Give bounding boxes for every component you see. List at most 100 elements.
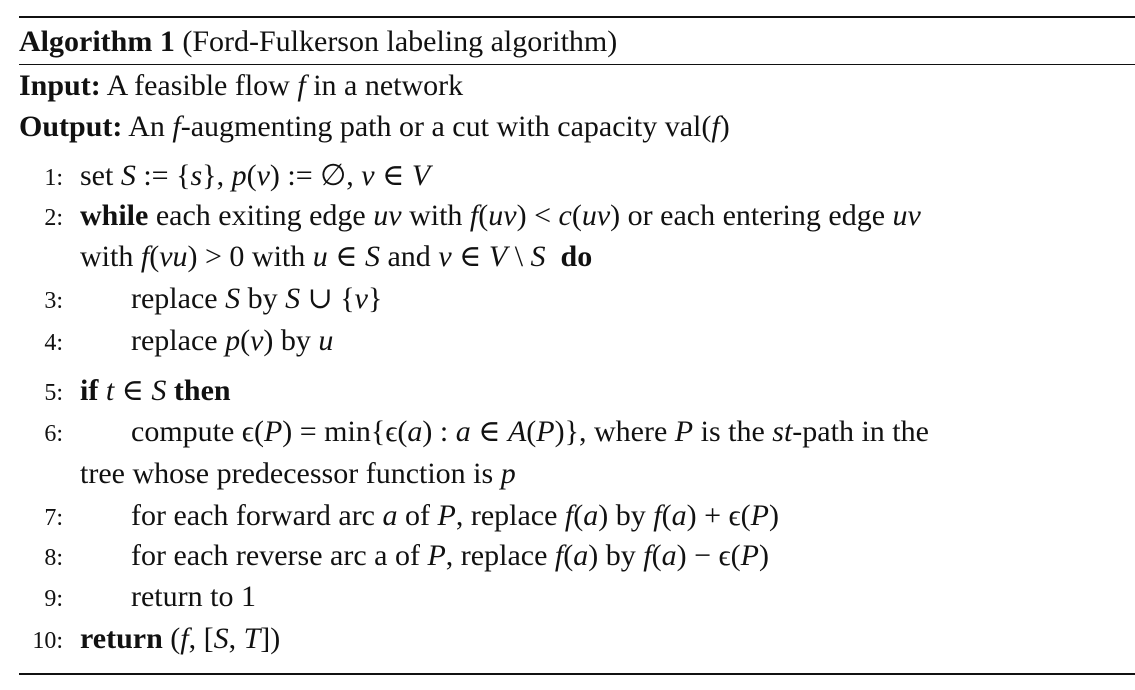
math-symbol: f	[711, 110, 720, 143]
line-content: with f(vu) > 0 with u ∈ S and v ∈ V \ S …	[80, 239, 592, 275]
text: (	[563, 539, 574, 572]
math-symbol: u	[312, 240, 328, 273]
text: (	[526, 415, 537, 448]
text: ) − ϵ(	[676, 539, 741, 572]
text: ) := ∅,	[269, 159, 362, 192]
math-symbol: t	[105, 374, 115, 407]
text: )}, where	[554, 415, 675, 448]
math-symbol: f	[554, 539, 564, 572]
caption-rule	[19, 64, 1135, 65]
text: -path in the	[792, 415, 929, 448]
math-symbol: S	[120, 159, 136, 192]
text: -augmenting path or a cut with capacity …	[180, 110, 712, 143]
math-symbol: A	[507, 415, 527, 448]
math-symbol: s	[190, 159, 203, 192]
math-symbol: P	[427, 539, 446, 572]
math-symbol: T	[243, 622, 261, 655]
line-content: if t ∈ S then	[80, 373, 231, 409]
text: for each reverse arc a of	[131, 539, 428, 572]
math-symbol: u	[318, 324, 334, 357]
math-symbol: f	[469, 199, 479, 232]
line-number: 7:	[44, 505, 63, 531]
math-symbol: p	[231, 159, 247, 192]
math-symbol: v	[250, 324, 264, 357]
io-label: Output:	[19, 110, 123, 143]
text: with	[401, 199, 470, 232]
line-content: for each reverse arc a of P, replace f(a…	[131, 538, 769, 574]
math-symbol: p	[500, 457, 516, 490]
line-number: 6:	[44, 421, 63, 447]
math-symbol: P	[674, 415, 694, 448]
math-symbol: V	[411, 159, 431, 192]
text: (	[651, 539, 662, 572]
text: of	[397, 499, 438, 532]
io-label: Input:	[19, 69, 101, 102]
math-symbol: a	[407, 415, 423, 448]
keyword: do	[545, 240, 593, 273]
text: An	[122, 110, 173, 143]
math-symbol: S	[151, 374, 167, 407]
line-number: 2:	[44, 205, 63, 231]
text: ])	[260, 622, 281, 655]
line-content: for each forward arc a of P, replace f(a…	[131, 498, 779, 534]
text: ) by	[263, 324, 319, 357]
math-symbol: c	[558, 199, 572, 232]
math-symbol: f	[140, 240, 150, 273]
line-content: tree whose predecessor function is p	[80, 456, 516, 492]
math-symbol: uv	[581, 199, 611, 232]
text: ,	[228, 622, 244, 655]
text: for each forward arc	[131, 499, 383, 532]
math-symbol: V	[488, 240, 508, 273]
text: }	[367, 282, 383, 315]
text: replace	[131, 324, 226, 357]
algorithm-caption: Algorithm 1 (Ford-Fulkerson labeling alg…	[19, 24, 1135, 60]
math-symbol: v	[438, 240, 452, 273]
math-symbol: f	[297, 69, 306, 102]
text: return to 1	[131, 580, 256, 613]
line-number: 10:	[32, 628, 63, 654]
line-number: 3:	[44, 288, 63, 314]
text: ∈	[470, 415, 508, 448]
math-symbol: S	[225, 282, 241, 315]
math-symbol: f	[180, 622, 189, 655]
text: := {	[135, 159, 191, 192]
text: A feasible flow	[100, 69, 298, 102]
line-number: 8:	[44, 545, 63, 571]
keyword: then	[166, 374, 231, 407]
text: (	[162, 622, 181, 655]
math-symbol: P	[740, 539, 759, 572]
algorithm-title: (Ford-Fulkerson labeling algorithm)	[182, 25, 618, 58]
text: ∪ {	[300, 282, 355, 315]
text: with	[80, 240, 141, 273]
line-number: 9:	[44, 586, 63, 612]
text: , replace	[455, 499, 565, 532]
text: },	[202, 159, 232, 192]
output-line: Output: An f-augmenting path or a cut wi…	[19, 109, 1135, 145]
line-number: 4:	[44, 330, 63, 356]
line-content: replace S by S ∪ {v}	[131, 281, 382, 317]
math-symbol: P	[437, 499, 456, 532]
text: ) by	[598, 499, 654, 532]
line-number: 5:	[44, 380, 63, 406]
text: (	[240, 324, 251, 357]
math-symbol: vu	[159, 240, 188, 273]
math-symbol: f	[653, 499, 662, 532]
math-symbol: S	[213, 622, 229, 655]
text: (	[246, 159, 257, 192]
text: \	[507, 240, 531, 273]
line-content: while each exiting edge uv with f(uv) < …	[80, 198, 921, 234]
text: ∈	[374, 159, 412, 192]
text: is the	[693, 415, 773, 448]
math-symbol: f	[564, 499, 574, 532]
text: )	[758, 539, 769, 572]
text: ) = min{ϵ(	[282, 415, 408, 448]
top-rule	[19, 16, 1135, 18]
text: compute ϵ(	[131, 415, 264, 448]
math-symbol: uv	[488, 199, 517, 232]
line-number: 1:	[44, 165, 63, 191]
text: and	[379, 240, 439, 273]
math-symbol: S	[364, 240, 380, 273]
text: in a network	[305, 69, 464, 102]
bottom-rule	[19, 673, 1135, 675]
math-symbol: v	[361, 159, 375, 192]
